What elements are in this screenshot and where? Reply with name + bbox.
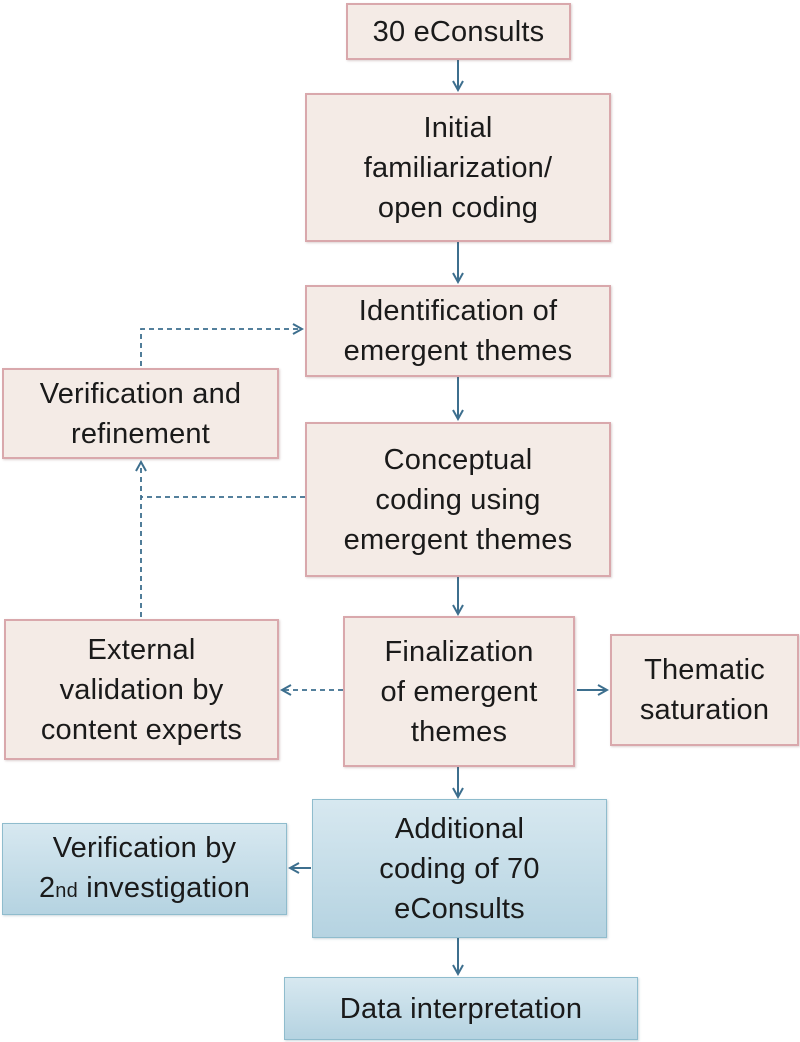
node-text: Identification of <box>358 295 558 327</box>
node-text: coding using <box>375 483 541 516</box>
node-text: open coding <box>377 191 539 224</box>
node-text: coding of 70 <box>379 852 540 885</box>
node-text: Initial <box>423 111 493 144</box>
node-text: validation by <box>59 673 224 706</box>
node-text: content experts <box>40 713 243 746</box>
node-text: saturation <box>639 694 770 726</box>
node-text: emergent themes <box>343 335 573 367</box>
node-text: External <box>87 633 196 666</box>
node-30-econsults: 30 eConsults <box>346 3 571 60</box>
node-text: Conceptual <box>383 443 533 476</box>
dashed-arrow-verification-to-identification <box>140 329 302 366</box>
node-text: 30 eConsults <box>372 15 545 48</box>
node-text: Verification and <box>39 377 242 410</box>
node-text: Verification by <box>52 831 237 864</box>
node-verification-by-2nd-investigation: Verification by 2nd investigation <box>2 823 287 915</box>
node-text: eConsults <box>394 892 525 925</box>
ordinal-number: 2 <box>38 871 56 904</box>
node-initial-familiarization: Initial familiarization/ open coding <box>305 93 611 242</box>
node-data-interpretation: Data interpretation <box>284 977 638 1040</box>
node-text: Finalization <box>384 635 534 668</box>
node-finalization-of-emergent-themes: Finalization of emergent themes <box>343 616 575 767</box>
node-text: emergent themes <box>343 523 573 556</box>
node-additional-coding: Additional coding of 70 eConsults <box>312 799 607 938</box>
node-text: Data interpretation <box>339 992 583 1025</box>
node-external-validation: External validation by content experts <box>4 619 279 760</box>
node-text: Additional <box>394 812 525 845</box>
node-text-rest: investigation <box>77 871 251 904</box>
node-thematic-saturation: Thematic saturation <box>610 634 799 746</box>
node-text: 2nd investigation <box>39 868 250 911</box>
node-text: familiarization/ <box>363 151 553 184</box>
node-identification-of-emergent-themes: Identification of emergent themes <box>305 285 611 377</box>
node-verification-and-refinement: Verification and refinement <box>2 368 279 459</box>
ordinal-suffix: nd <box>55 879 78 902</box>
node-conceptual-coding: Conceptual coding using emergent themes <box>305 422 611 577</box>
node-text: themes <box>410 715 508 748</box>
node-text: refinement <box>70 417 210 450</box>
node-text: Thematic <box>644 654 765 686</box>
node-text: of emergent <box>380 675 538 708</box>
